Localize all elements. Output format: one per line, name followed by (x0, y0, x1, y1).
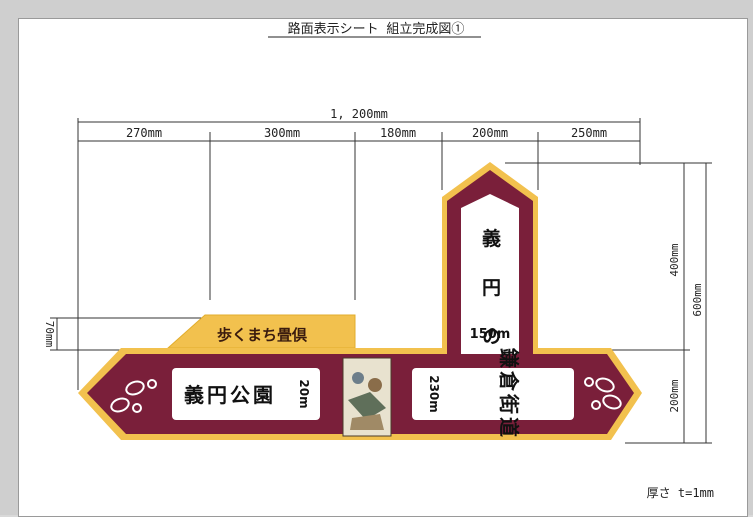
right-destination: 鎌倉街道 (497, 347, 521, 440)
thickness-note: 厚さ t=1mm (647, 486, 714, 500)
segment-5-label: 250mm (571, 126, 607, 140)
right-dimensions (505, 162, 712, 444)
left-panel (172, 368, 320, 420)
segment-1-label: 270mm (126, 126, 162, 140)
segment-4-label: 200mm (472, 126, 508, 140)
right-200-label: 200mm (668, 379, 681, 412)
drawing-title: 路面表示シート 組立完成図① (288, 21, 465, 37)
left-height-dimension (50, 317, 205, 351)
right-footprints-icon (584, 377, 622, 410)
segment-3-label: 180mm (380, 126, 416, 140)
vertical-panel (461, 194, 519, 354)
left-height-label: 70mm (43, 321, 56, 348)
left-footprints-icon (110, 379, 157, 413)
segment-2-label: 300mm (264, 126, 300, 140)
right-distance: 230m (427, 375, 441, 413)
right-600-label: 600mm (691, 283, 704, 316)
left-distance: 20m (297, 379, 311, 408)
illustration-figures (348, 372, 386, 430)
right-400-label: 400mm (668, 243, 681, 276)
segment-dimensions (78, 132, 640, 300)
overall-dimension-label: 1, 200mm (330, 107, 388, 121)
left-destination: 義円公園 (184, 383, 276, 407)
banner-text: 歩くまち畳倶 (217, 326, 308, 344)
right-panel (412, 368, 574, 420)
vertical-distance: 150m (470, 327, 511, 342)
